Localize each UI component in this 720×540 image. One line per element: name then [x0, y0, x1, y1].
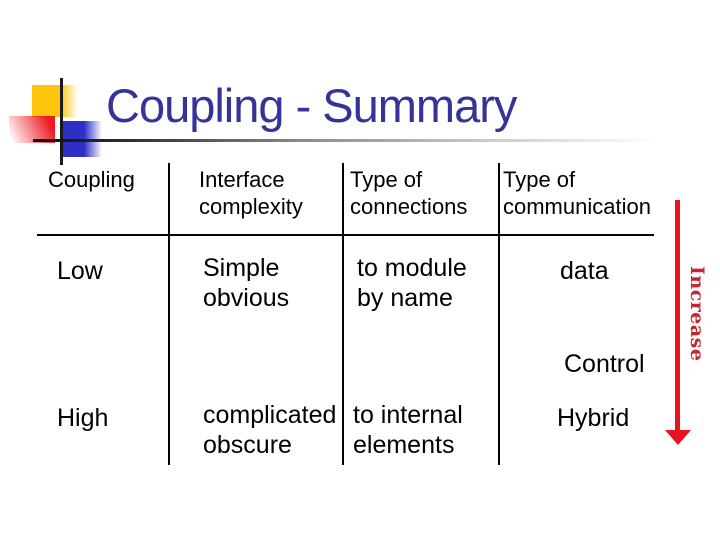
- row-high-connections: to internal elements: [353, 401, 463, 459]
- increase-arrow-shaft: [675, 200, 680, 431]
- row-high-interface: complicated obscure: [203, 401, 337, 459]
- increase-label: Increase: [686, 266, 708, 362]
- row-low-communication: data: [560, 257, 609, 285]
- logo-red-square: [9, 116, 55, 143]
- column-divider-1: [168, 163, 170, 465]
- cell-control: Control: [564, 350, 645, 378]
- column-divider-3: [498, 163, 500, 465]
- header-underline: [37, 234, 654, 236]
- row-high-communication: Hybrid: [557, 404, 630, 432]
- logo-yellow-square: [32, 85, 78, 117]
- col-header-communication: Type of communication: [503, 167, 651, 219]
- row-low-label: Low: [57, 257, 103, 285]
- column-divider-2: [342, 163, 344, 465]
- row-low-connections: to module by name: [357, 254, 467, 312]
- col-header-coupling: Coupling: [48, 167, 135, 192]
- increase-arrow-head-icon: [665, 430, 691, 445]
- logo-vertical-line: [60, 78, 63, 165]
- slide-title: Coupling - Summary: [106, 79, 517, 132]
- title-underline-rule: [33, 139, 672, 142]
- row-high-label: High: [57, 404, 109, 432]
- col-header-connections: Type of connections: [350, 167, 468, 219]
- col-header-interface: Interface complexity: [199, 167, 303, 219]
- row-low-interface: Simple obvious: [203, 254, 290, 312]
